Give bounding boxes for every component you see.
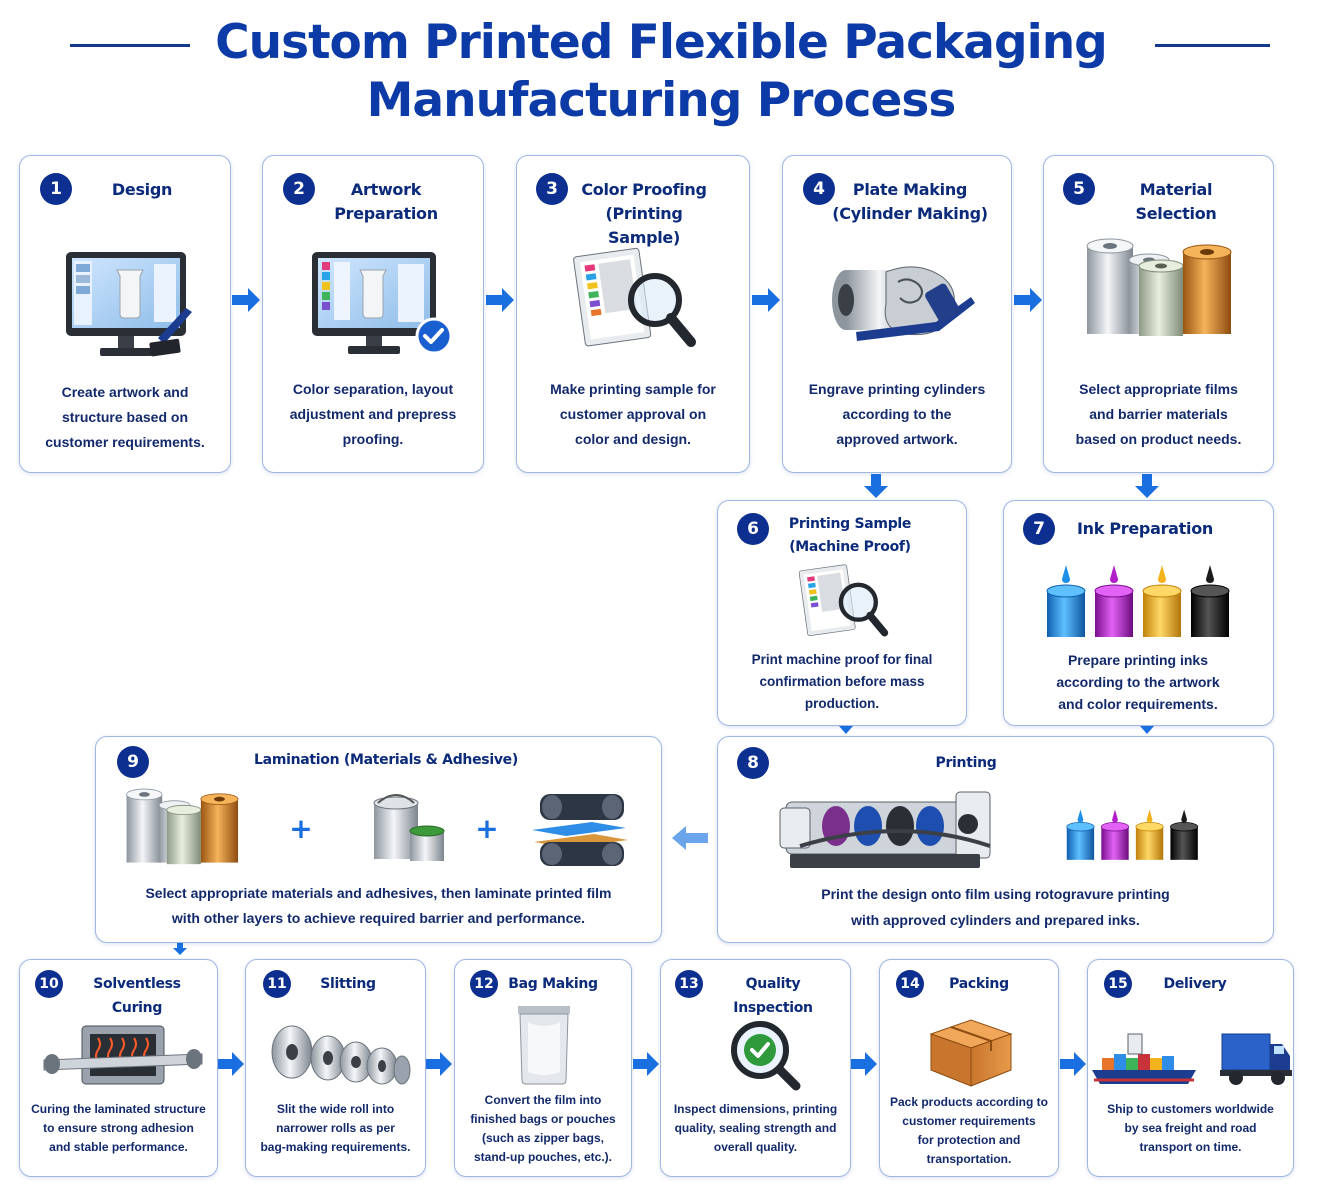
flow-arrow-down	[1140, 726, 1154, 734]
flow-arrow-down	[173, 943, 187, 955]
step-description: Pack products according to customer requ…	[889, 1095, 1049, 1166]
flow-arrow-right	[232, 288, 260, 312]
laminator-icon	[532, 794, 628, 866]
step-number-badge: 6	[737, 513, 769, 545]
curing-oven-icon	[43, 1025, 203, 1085]
step-description: Ship to customers worldwide by sea freig…	[1107, 1102, 1274, 1154]
ink-buckets-icon	[1066, 809, 1199, 860]
step-title: Printing Sample (Machine Proof)	[788, 516, 912, 555]
flow-arrow-right	[1014, 288, 1042, 312]
step-number-badge: 15	[1104, 970, 1132, 998]
printing-press-icon	[779, 791, 991, 868]
step-description: Convert the film into finished bags or p…	[470, 1093, 616, 1164]
plus-sign: +	[289, 812, 313, 845]
ship-truck-icon	[1092, 1033, 1292, 1085]
step-title: Ink Preparation	[1077, 519, 1213, 538]
proof-magnifier-icon	[573, 247, 696, 347]
step-description: Engrave printing cylinders according to …	[808, 381, 986, 447]
step-number-badge: 13	[675, 970, 703, 998]
step-description: Print the design onto film using rotogra…	[821, 886, 1170, 928]
step-title: Bag Making	[508, 976, 598, 992]
step-description: Prepare printing inks according to the a…	[1056, 652, 1220, 712]
step-number-badge: 12	[470, 970, 498, 998]
step-title: Plate Making (Cylinder Making)	[832, 180, 988, 223]
step-description: Select appropriate films and barrier mat…	[1075, 381, 1242, 447]
title-rule-right	[1155, 44, 1270, 47]
step-number-badge: 11	[263, 970, 291, 998]
step-title: Material Selection	[1135, 180, 1217, 223]
computer-check-icon	[312, 252, 453, 355]
step-title: Artwork Preparation	[334, 180, 438, 223]
step-number-badge: 3	[536, 173, 568, 205]
step-description: Slit the wide roll into narrower rolls a…	[260, 1102, 411, 1154]
flow-arrow-left	[672, 826, 708, 850]
title-rule-left	[70, 44, 190, 47]
cylinder-icon	[832, 266, 975, 341]
step-title: Slitting	[320, 976, 376, 992]
pouch-icon	[518, 1006, 570, 1085]
step-title: Lamination (Materials & Adhesive)	[254, 752, 518, 768]
inspection-icon	[731, 1021, 801, 1091]
step-number-badge: 2	[283, 173, 315, 205]
flow-arrow-right	[486, 288, 514, 312]
step-number-badge: 1	[40, 173, 72, 205]
step-description: Color separation, layout adjustment and …	[289, 381, 457, 447]
step-number-badge: 5	[1063, 173, 1095, 205]
adhesive-cans-icon	[373, 794, 445, 861]
flow-arrow-right	[752, 288, 780, 312]
step-description: Create artwork and structure based on cu…	[45, 384, 205, 450]
step-number-badge: 7	[1023, 513, 1055, 545]
step-title: Color Proofing (Printing Sample)	[581, 180, 707, 247]
flow-arrow-right	[851, 1052, 877, 1076]
ink-buckets-icon	[1046, 565, 1230, 637]
box-icon	[929, 1019, 1013, 1087]
flow-arrow-right	[633, 1052, 659, 1076]
plus-sign: +	[475, 812, 499, 845]
flow-arrow-down	[864, 474, 888, 498]
step-title: Printing	[935, 755, 997, 771]
flow-arrow-right	[218, 1052, 244, 1076]
step-description: Curing the laminated structure to ensure…	[31, 1102, 206, 1154]
flow-arrow-right	[1060, 1052, 1086, 1076]
step-number-badge: 4	[803, 173, 835, 205]
proof-magnifier-icon	[798, 564, 889, 637]
step-title: Solventless Curing	[93, 976, 181, 1016]
step-description: Make printing sample for customer approv…	[550, 381, 716, 447]
computer-design-icon	[66, 252, 192, 357]
page-title-line-1: Custom Printed Flexible Packaging	[215, 15, 1108, 70]
step-number-badge: 14	[896, 970, 924, 998]
step-description: Print machine proof for final confirmati…	[751, 652, 933, 711]
step-description: Select appropriate materials and adhesiv…	[145, 885, 612, 926]
page-title-line-2: Manufacturing Process	[366, 73, 957, 128]
step-title: Packing	[949, 976, 1009, 992]
step-number-badge: 9	[117, 746, 149, 778]
film-rolls-icon	[1086, 238, 1232, 336]
step-title: Quality Inspection	[733, 976, 813, 1016]
step-description: Inspect dimensions, printing quality, se…	[673, 1102, 838, 1154]
step-title: Delivery	[1163, 976, 1227, 992]
slit-rolls-icon	[271, 1025, 411, 1085]
step-number-badge: 10	[35, 970, 63, 998]
flow-arrow-right	[426, 1052, 452, 1076]
flow-arrow-down	[1135, 474, 1159, 498]
step-title: Design	[111, 180, 173, 199]
film-rolls-icon	[126, 788, 239, 865]
step-number-badge: 8	[737, 747, 769, 779]
flow-arrow-down	[839, 726, 853, 734]
